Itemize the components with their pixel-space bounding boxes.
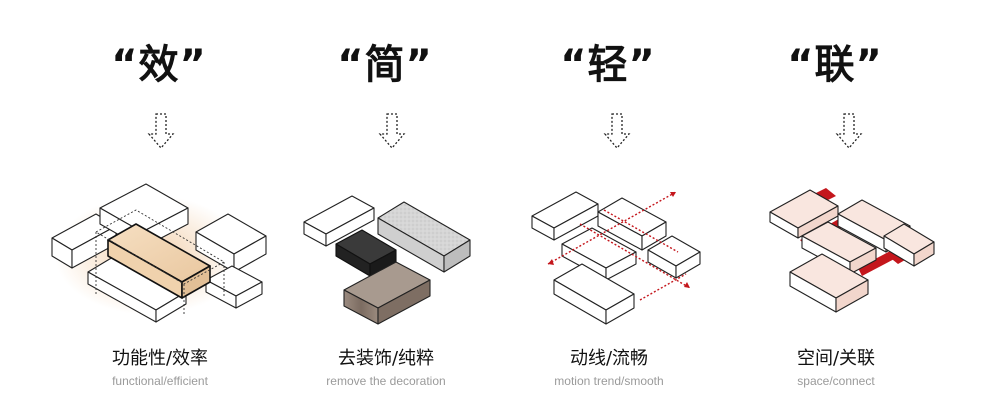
concept-label-en-efficiency: functional/efficient [112,374,208,388]
concept-label-cn-simplicity: 去装饰/纯粹 [337,348,435,369]
concept-label-cn-efficiency: 功能性/效率 [111,348,209,369]
concept-label-cn-connection: 空间/关联 [796,348,876,369]
concept-label-en-connection: space/connect [797,374,875,388]
diagram-efficiency [51,183,267,323]
down-arrow-icon [835,113,863,149]
concept-title-connection: “联” [787,42,883,88]
concept-label-en-simplicity: remove the decoration [326,374,446,388]
down-arrow-icon [147,113,175,149]
diagram-simplicity [303,195,471,325]
diagram-lightness [531,191,701,325]
concept-label-en-lightness: motion trend/smooth [554,374,664,388]
concept-title-lightness: “轻” [560,42,656,88]
concept-title-simplicity: “简” [337,42,433,88]
concept-title-efficiency: “效” [111,42,207,88]
diagram-connection [769,188,935,313]
concept-label-cn-lightness: 动线/流畅 [569,348,649,369]
down-arrow-icon [603,113,631,149]
down-arrow-icon [378,113,406,149]
